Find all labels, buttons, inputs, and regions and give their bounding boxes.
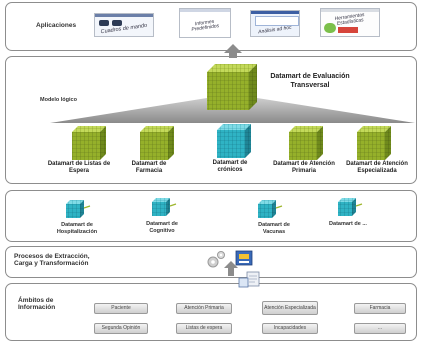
etl-title: Procesos de Extracción, Carga y Transfor… <box>14 253 90 267</box>
source-datamart-label: Datamart de Cognitivo <box>146 221 178 234</box>
application-thumbnail[interactable]: Herramientas Estadísticas <box>320 8 380 37</box>
chart-preview-icon <box>99 20 109 26</box>
information-scope-button[interactable]: Paciente <box>94 303 148 314</box>
cube-icon <box>357 126 391 160</box>
gears-icon <box>207 251 225 268</box>
cube-icon <box>72 126 106 160</box>
information-scope-button[interactable]: Incapacidades <box>262 323 318 334</box>
information-scope-button[interactable]: ... <box>354 323 406 334</box>
cube-icon <box>140 126 174 160</box>
cube-icon <box>152 198 177 216</box>
cube-icon <box>217 124 251 158</box>
applications-title: Aplicaciones <box>36 22 77 29</box>
information-scope-button[interactable]: Atención Primaria <box>176 303 232 314</box>
information-scope-button[interactable]: Atención Especializada <box>262 301 318 315</box>
arrow-up-icon <box>224 261 238 276</box>
etl-process-icon <box>235 250 253 266</box>
application-thumbnail[interactable]: Informes Predefinidos <box>179 8 231 38</box>
chart-preview-icon <box>324 23 336 33</box>
document-icon <box>238 271 260 288</box>
datamart-label: Datamart de crónicos <box>212 160 248 173</box>
cube-icon <box>289 126 323 160</box>
datamart-label: Datamart de Atención Primaria <box>273 161 335 174</box>
window-preview-icon <box>255 16 299 26</box>
source-datamart-label: Datamart de Vacunas <box>258 222 290 235</box>
chart-preview-icon <box>338 27 358 33</box>
chart-preview-icon <box>112 20 122 26</box>
datamart-label: Datamart de Atención Especializada <box>346 161 408 174</box>
information-scope-button[interactable]: Farmacia <box>354 303 406 314</box>
application-thumbnail[interactable]: Análisis ad hoc <box>250 10 300 37</box>
arrow-up-icon <box>224 44 242 58</box>
cube-icon <box>258 200 283 218</box>
cube-icon <box>207 64 257 110</box>
source-datamart-label: Datamart de Hospitalización <box>56 222 98 235</box>
application-thumbnail[interactable]: Cuadros de mando <box>94 13 154 37</box>
information-title: Ámbitos de Información <box>18 297 56 311</box>
model-title: Modelo lógico <box>40 97 77 103</box>
cube-icon <box>66 200 91 218</box>
datamart-label: Datamart de Farmacia <box>131 161 167 174</box>
transversal-datamart-label: Datamart de Evaluación Transversal <box>270 73 350 89</box>
information-scope-button[interactable]: Listas de espera <box>176 323 232 334</box>
datamart-label: Datamart de Listas de Espera <box>47 161 111 174</box>
cube-icon <box>338 198 363 216</box>
source-datamart-label: Datamart de ... <box>329 221 367 227</box>
information-scope-button[interactable]: Segunda Opinión <box>94 323 148 334</box>
